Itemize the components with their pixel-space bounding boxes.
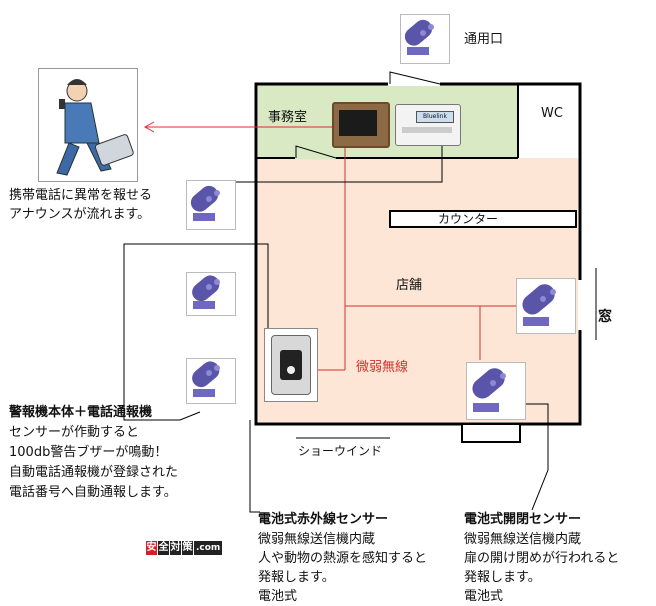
alarm-screen (339, 110, 377, 136)
logo-char: 策 (182, 541, 193, 555)
sensor-icon (404, 19, 434, 55)
alarm-unit-title: 警報機本体＋電話通報機 (9, 405, 153, 420)
sensor-icon (192, 275, 220, 309)
phone-note-line-1: 携帯電話に異常を報せる (9, 188, 153, 203)
ir-sensor-device (264, 328, 318, 402)
ir-sensor-line-2: 人や動物の熱源を感知すると (258, 551, 428, 566)
logo-char: 安 (146, 541, 157, 555)
store-label: 店舗 (396, 278, 423, 293)
dialer-buttons (402, 127, 452, 133)
alarm-unit-line-4: 電話番号へ自動通報します。 (9, 485, 177, 500)
service-entrance-label: 通用口 (464, 32, 504, 47)
door-sensor-line-4: 電池式 (464, 589, 504, 604)
ir-sensor-body (271, 335, 311, 395)
ir-sensor-line-3: 発報します。 (258, 570, 335, 585)
sensor-icon (472, 368, 506, 412)
door-sensor-left-3 (186, 358, 236, 404)
door-sensor-title: 電池式開閉センサー (464, 512, 582, 527)
alarm-unit-line-3: 自動電話通報機が登録された (9, 465, 179, 480)
ir-sensor-line-4: 電池式 (258, 589, 298, 604)
sensor-icon (522, 284, 556, 326)
sensor-icon (190, 185, 220, 221)
alarm-unit-line-1: センサーが作動すると (9, 425, 140, 440)
door-sensor-line-3: 発報します。 (464, 570, 541, 585)
service-door-swing (389, 71, 441, 85)
logo-char: 全 (158, 541, 169, 555)
wireless-label: 微弱無線 (356, 360, 409, 375)
door-sensor-bottom (466, 362, 526, 420)
logo-char: 対 (170, 541, 181, 555)
door-sensor-service (400, 14, 450, 64)
alarm-unit-line-2: 100db警告ブザーが鳴動！ (9, 445, 168, 460)
door-sensor-left-1 (186, 180, 236, 230)
ir-sensor-lens (280, 350, 302, 380)
wireless-lines (143, 121, 516, 371)
showwindow-label: ショーウインド (298, 444, 383, 458)
wc-label: WC (541, 106, 563, 121)
office-label: 事務室 (268, 110, 308, 125)
office-door-swing (295, 145, 337, 159)
ir-sensor-title: 電池式赤外線センサー (258, 512, 389, 527)
phone-dialer-unit: Bluelink (395, 104, 461, 146)
logo-suffix: .com (194, 541, 223, 555)
site-logo: 安 全 対 策 .com (146, 540, 223, 556)
counter-label: カウンター (438, 212, 499, 226)
alarm-main-unit (332, 102, 390, 148)
ir-sensor-line-1: 微弱無線送信機内蔵 (258, 532, 376, 547)
door-sensor-left-2 (186, 272, 236, 316)
door-sensor-line-2: 扉の開け閉めが行われると (464, 551, 620, 566)
door-sensor-window (516, 278, 576, 334)
dialer-display: Bluelink (416, 111, 454, 123)
phone-note-line-2: アナウンスが流れます。 (9, 207, 151, 222)
sensor-icon (192, 361, 220, 397)
counter (389, 210, 577, 228)
window-label: 窓 (598, 309, 612, 325)
door-sensor-line-1: 微弱無線送信機内蔵 (464, 532, 582, 547)
person-with-phone-icon (38, 68, 138, 182)
bottom-door (461, 423, 521, 443)
